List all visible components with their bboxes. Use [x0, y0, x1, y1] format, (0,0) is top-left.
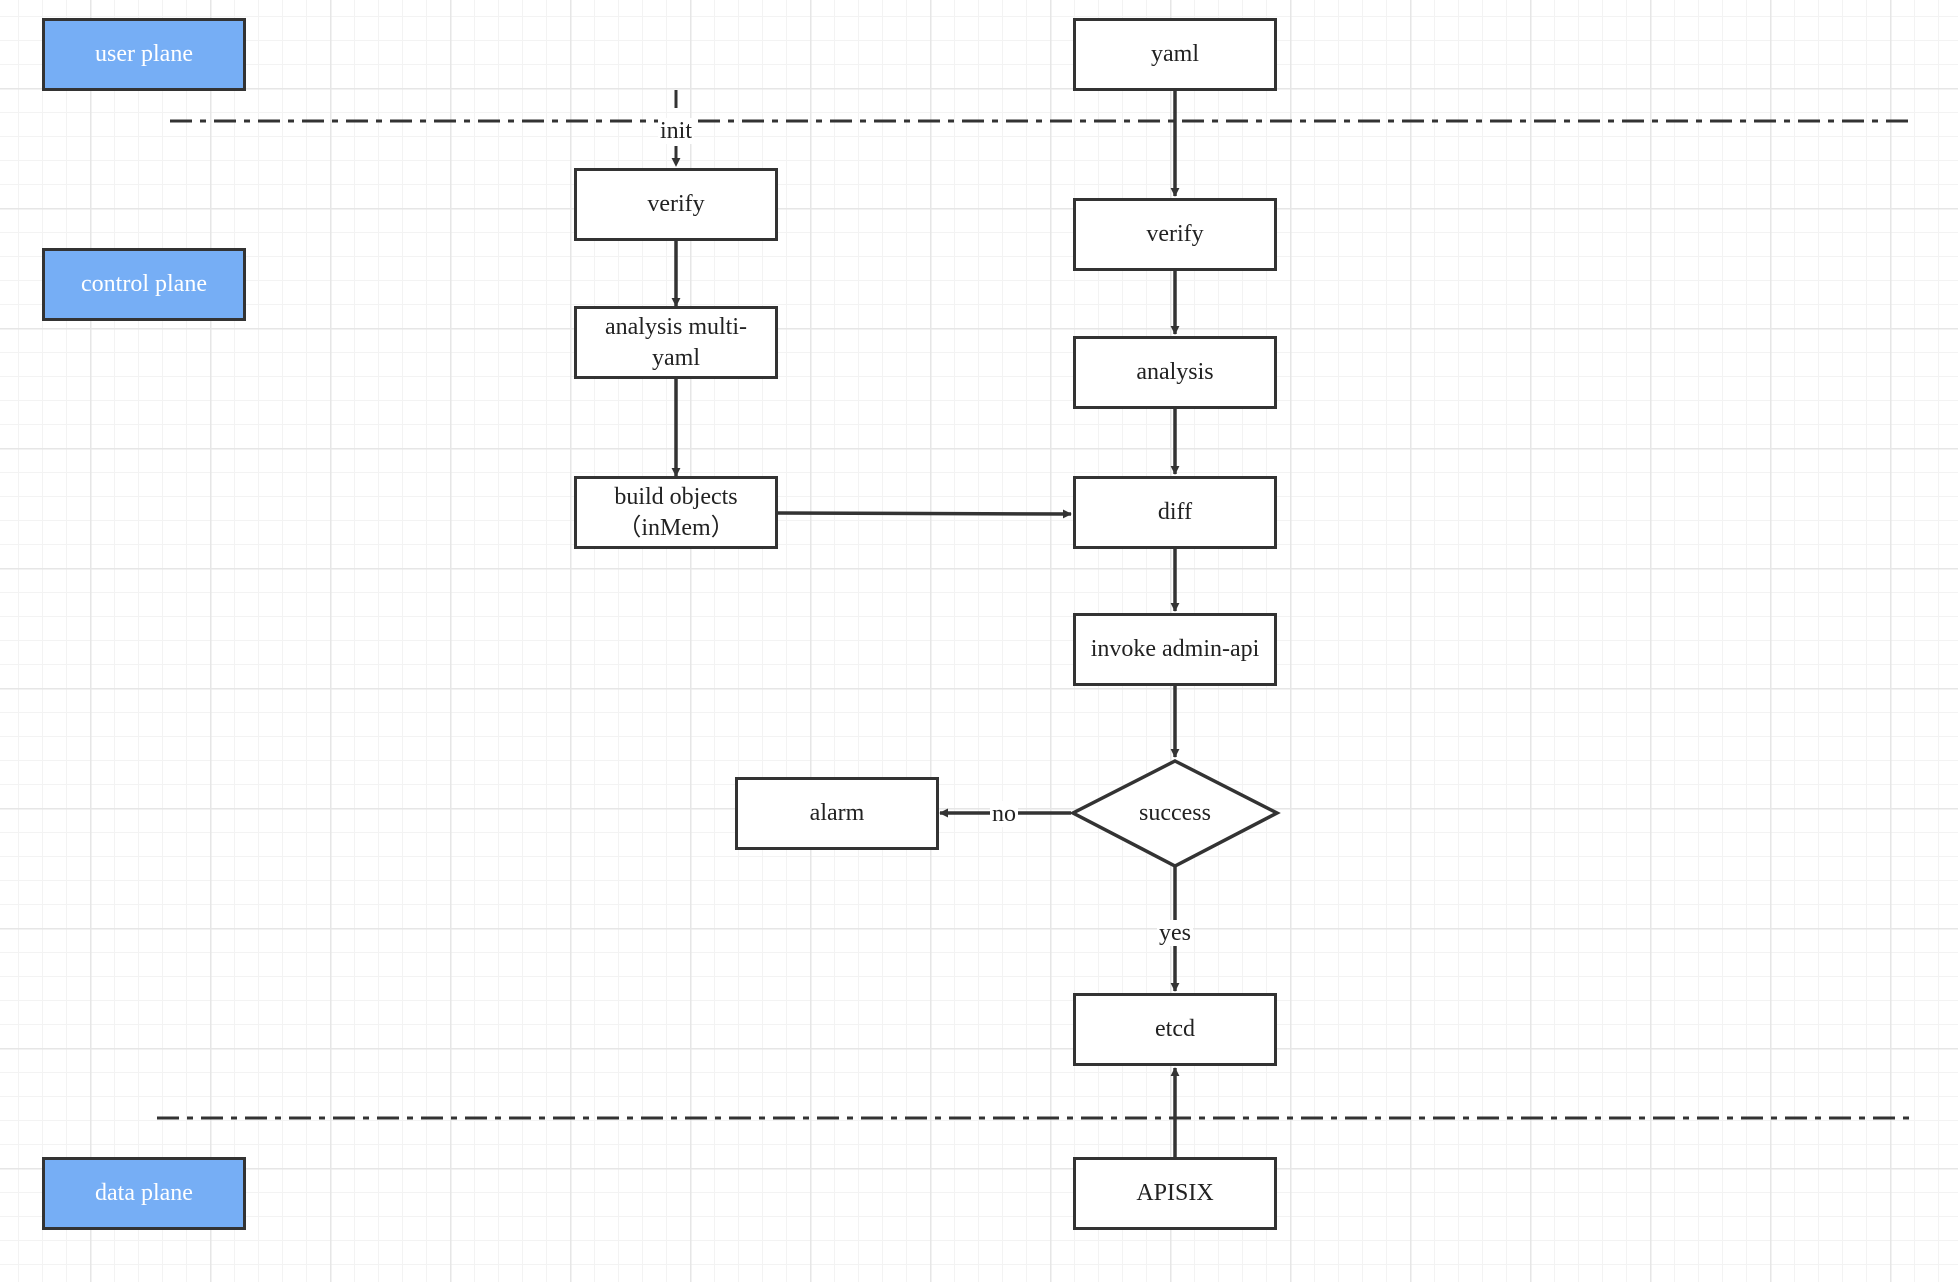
no-edge-label: no: [990, 801, 1018, 827]
etcd-node: etcd: [1073, 993, 1277, 1066]
control-plane-label: control plane: [42, 248, 246, 321]
user-plane-label: user plane: [42, 18, 246, 91]
diff-node: diff: [1073, 476, 1277, 549]
data-plane-label: data plane: [42, 1157, 246, 1230]
yaml-node: yaml: [1073, 18, 1277, 91]
yes-edge-label: yes: [1157, 920, 1193, 946]
invoke-admin-api-node: invoke admin-api: [1073, 613, 1277, 686]
apisix-node: APISIX: [1073, 1157, 1277, 1230]
analysis-multi-yaml-node: analysis multi-yaml: [574, 306, 778, 379]
verify-node: verify: [1073, 198, 1277, 271]
alarm-node: alarm: [735, 777, 939, 850]
success-decision-label: success: [1139, 799, 1211, 826]
init-edge-label: init: [658, 118, 695, 144]
edge-build-to-diff: [776, 509, 1072, 519]
verify-init-node: verify: [574, 168, 778, 241]
build-objects-node: build objects（inMem）: [574, 476, 778, 549]
analysis-node: analysis: [1073, 336, 1277, 409]
